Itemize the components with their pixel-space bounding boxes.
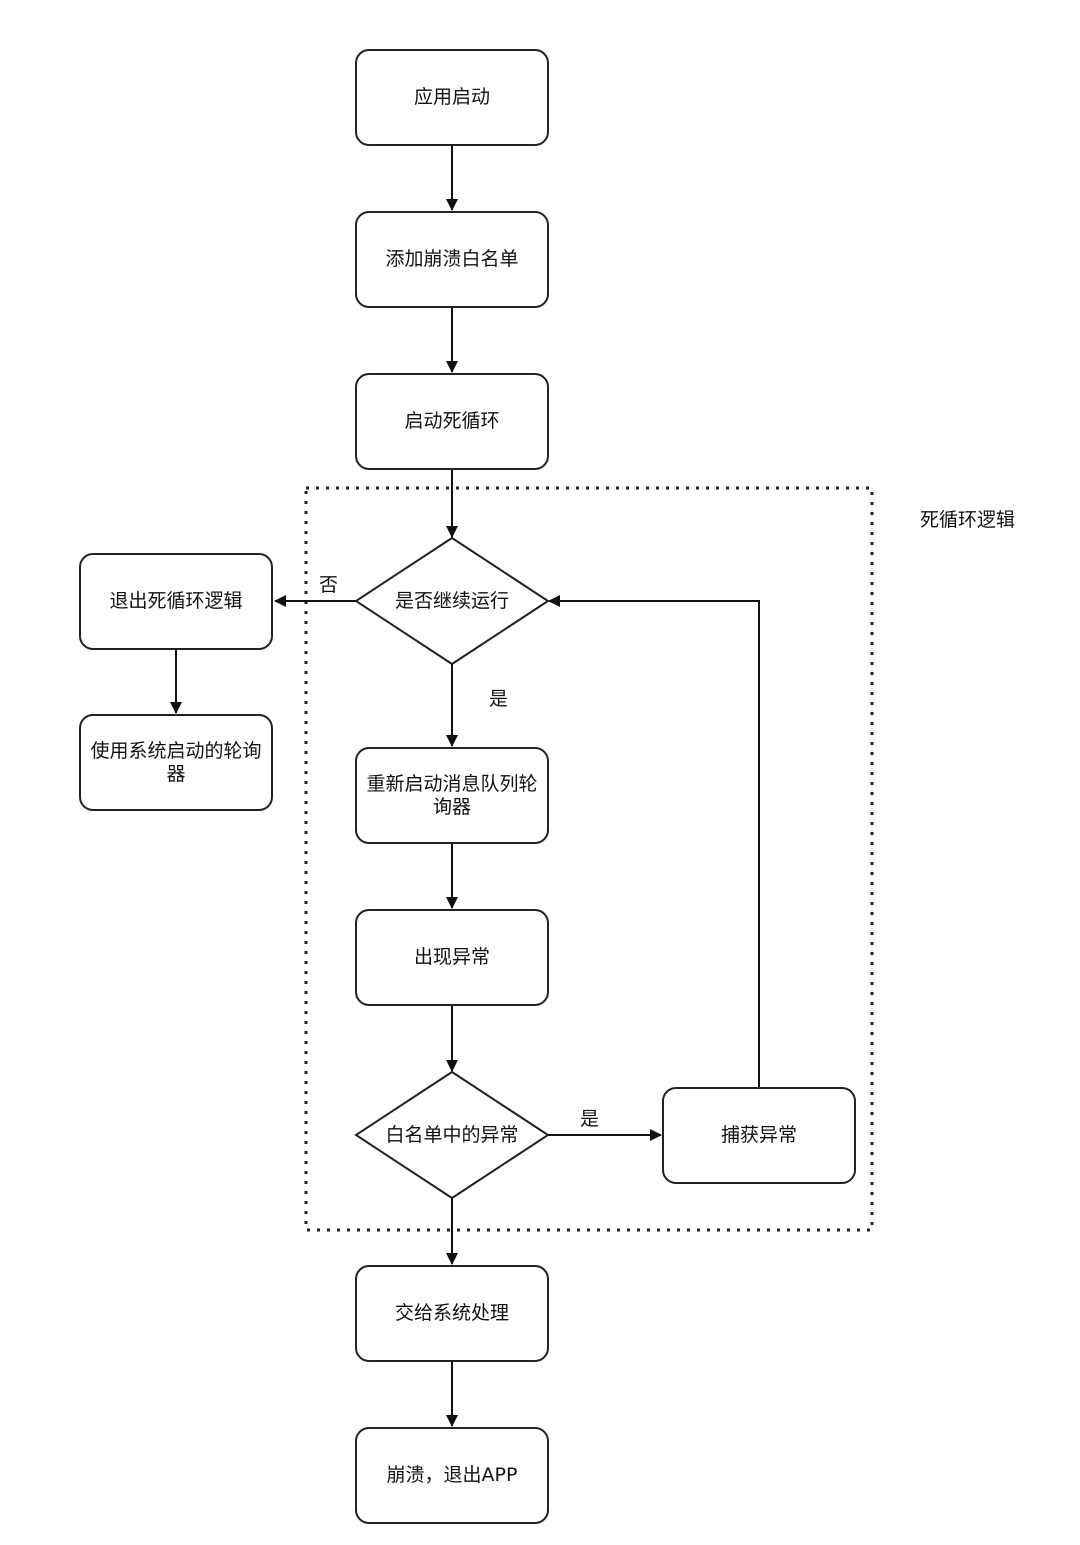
node-system-handle: 交给系统处理	[355, 1265, 549, 1362]
edge-label-no: 否	[319, 574, 339, 596]
edge-label-yes-continue: 是	[489, 688, 509, 710]
node-catch-exception: 捕获异常	[662, 1087, 856, 1184]
decision-whitelist-label: 白名单中的异常	[385, 1123, 519, 1146]
node-add-whitelist: 添加崩溃白名单	[355, 211, 549, 308]
node-crash-exit: 崩溃，退出APP	[355, 1427, 549, 1524]
loop-group-label: 死循环逻辑	[920, 509, 1016, 531]
node-app-start: 应用启动	[355, 49, 549, 146]
node-start-loop: 启动死循环	[355, 373, 549, 470]
node-exception-occurs: 出现异常	[355, 909, 549, 1006]
decision-continue-label: 是否继续运行	[394, 589, 509, 612]
node-exit-loop: 退出死循环逻辑	[79, 553, 273, 650]
arrow-catch-back-to-check	[548, 595, 760, 1087]
node-use-system-looper: 使用系统启动的轮询器	[79, 714, 273, 811]
loop-group-boundary	[304, 486, 874, 1232]
node-restart-looper: 重新启动消息队列轮询器	[355, 747, 549, 844]
edge-label-yes-whitelist: 是	[580, 1108, 600, 1130]
